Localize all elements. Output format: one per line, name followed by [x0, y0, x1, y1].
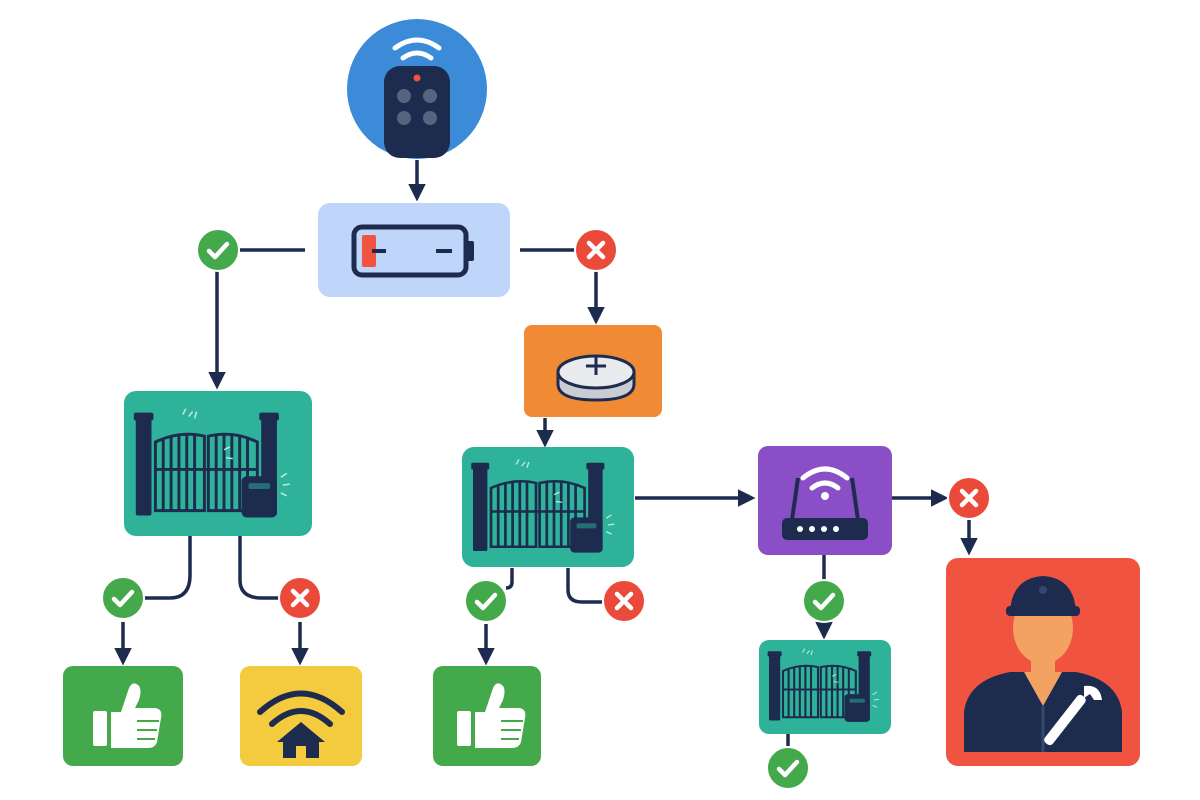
technician-icon — [964, 576, 1122, 752]
gate-test-node-3 — [759, 640, 891, 734]
check-icon — [196, 228, 240, 272]
call-technician-node — [946, 558, 1140, 766]
gate-test-node-2 — [462, 447, 634, 567]
wifi-router-icon — [782, 466, 868, 540]
battery-check-node — [318, 203, 510, 297]
fixed-node-2 — [433, 666, 541, 766]
check-icon — [802, 579, 846, 623]
check-icon — [464, 579, 508, 623]
remote-control-node — [347, 19, 487, 159]
check-icon — [101, 576, 145, 620]
check-icon — [766, 746, 810, 790]
connector-gate2-right — [566, 568, 602, 604]
flow-connectors — [114, 160, 978, 746]
interference-node — [240, 666, 362, 766]
low-battery-icon — [351, 224, 474, 278]
replace-battery-node — [524, 325, 662, 417]
check-receiver-node — [758, 446, 892, 555]
remote-control-icon — [384, 37, 450, 158]
gate-test-node-1 — [124, 391, 312, 536]
coin-battery-icon — [556, 354, 636, 402]
connector-gate1-right — [238, 535, 282, 600]
connector-gate2-left — [505, 568, 514, 590]
cross-icon — [574, 228, 618, 272]
cross-icon — [947, 476, 991, 520]
cross-icon — [278, 576, 322, 620]
wifi-home-icon — [257, 690, 345, 758]
connector-gate1-left — [142, 535, 192, 600]
decision-badges — [101, 228, 991, 790]
fixed-node-1 — [63, 666, 183, 766]
cross-icon — [602, 579, 646, 623]
